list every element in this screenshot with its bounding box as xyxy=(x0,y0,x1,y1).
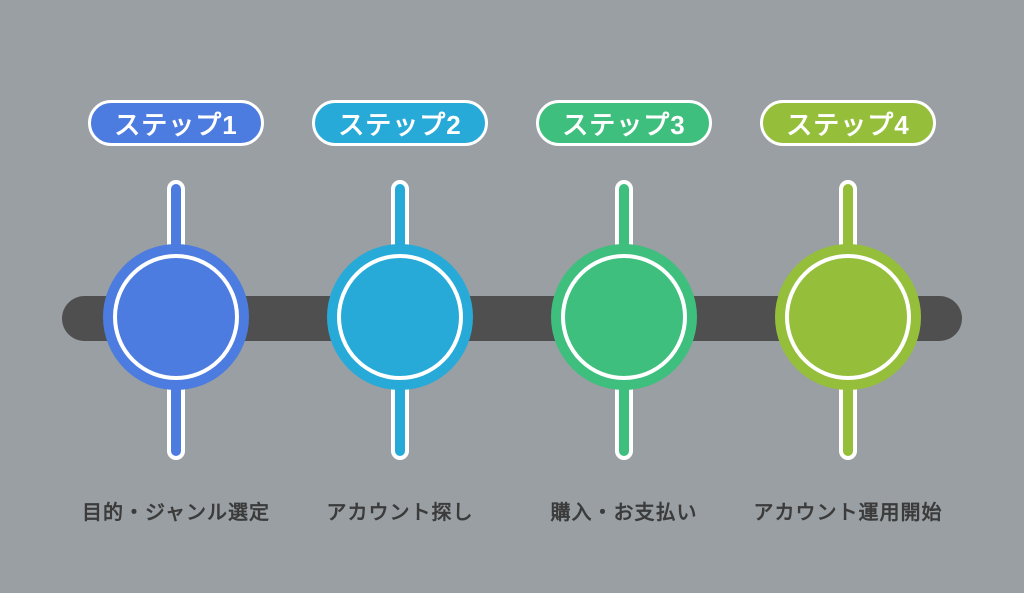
step-column-1: ステップ1 目的・ジャンル選定 xyxy=(64,0,288,593)
step-circle-3 xyxy=(551,244,697,390)
step-label-4: アカウント運用開始 xyxy=(753,502,943,524)
step-badge-2: ステップ2 xyxy=(312,100,488,146)
step-column-3: ステップ3 購入・お支払い xyxy=(512,0,736,593)
step-label-1: 目的・ジャンル選定 xyxy=(82,502,270,524)
step-badge-4: ステップ4 xyxy=(760,100,936,146)
step-badge-1: ステップ1 xyxy=(88,100,264,146)
step-label-3: 購入・お支払い xyxy=(550,502,698,524)
step-circle-4 xyxy=(775,244,921,390)
step-badge-3: ステップ3 xyxy=(536,100,712,146)
step-circle-1 xyxy=(103,244,249,390)
step-column-4: ステップ4 アカウント運用開始 xyxy=(736,0,960,593)
step-label-2: アカウント探し xyxy=(326,502,474,524)
step-column-2: ステップ2 アカウント探し xyxy=(288,0,512,593)
step-circle-2 xyxy=(327,244,473,390)
